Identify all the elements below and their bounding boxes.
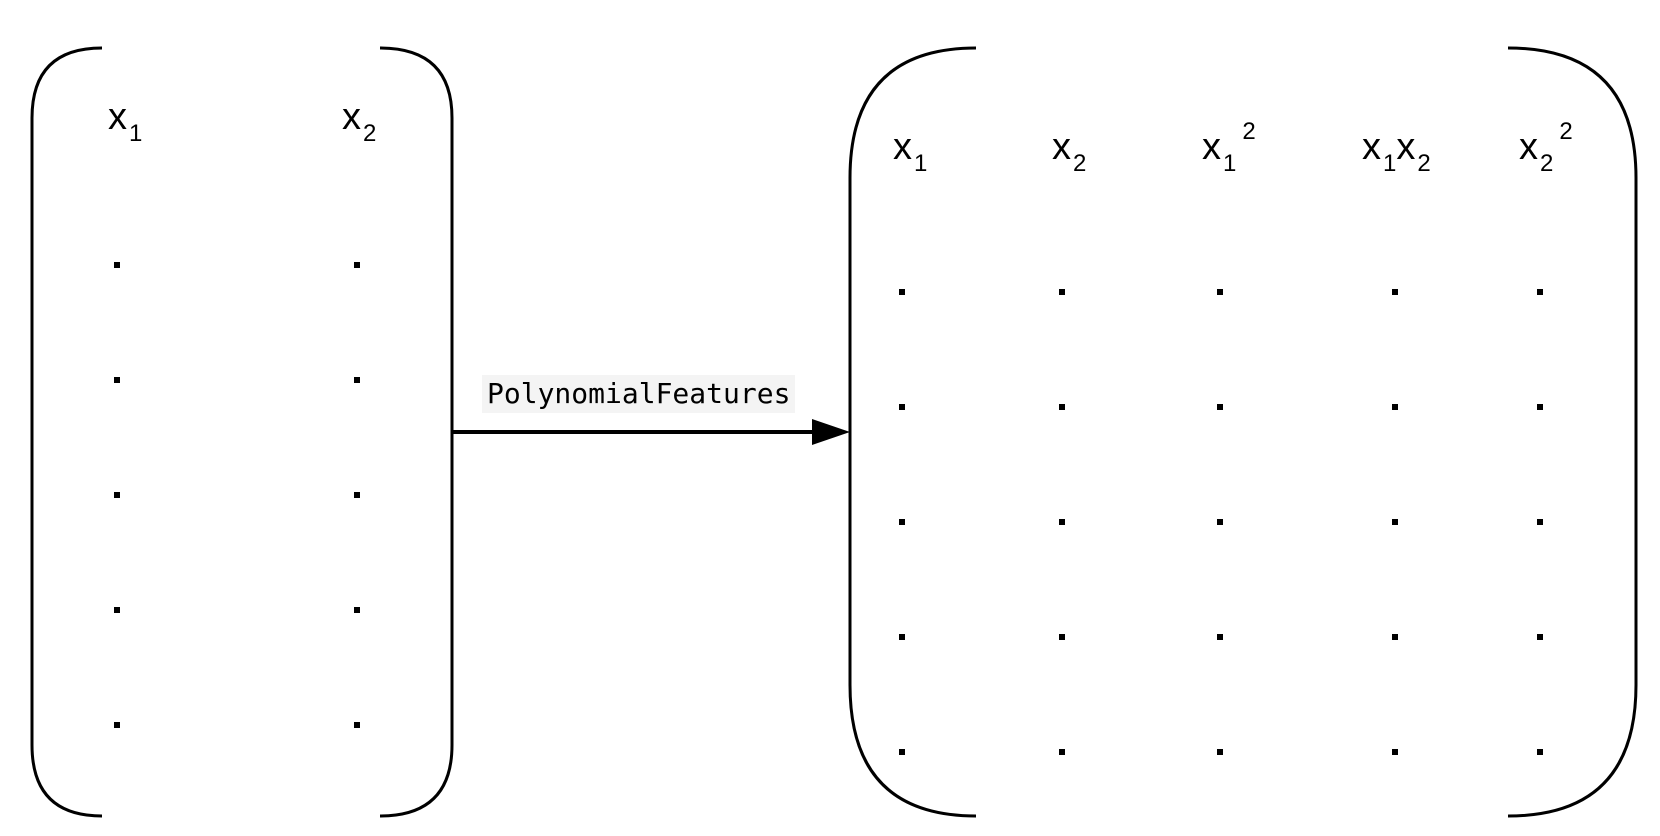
transform-arrowhead (812, 419, 850, 445)
input-matrix-ellipsis-dot (354, 492, 360, 498)
output-matrix-ellipsis-dot (1537, 289, 1543, 295)
output-matrix-ellipsis-dot (1059, 289, 1065, 295)
input-matrix-ellipsis-dot (114, 377, 120, 383)
input-matrix-ellipsis-dot (114, 492, 120, 498)
output-header-x1-x2: x1x2 (1362, 126, 1431, 177)
output-matrix-ellipsis-dot (1217, 634, 1223, 640)
output-matrix-ellipsis-dot (1392, 519, 1398, 525)
output-matrix-ellipsis-dot (1392, 634, 1398, 640)
output-matrix-ellipsis-dot (1217, 404, 1223, 410)
output-header-x1: x1 (893, 126, 928, 177)
input-matrix-ellipsis-dot (114, 262, 120, 268)
output-matrix-ellipsis-dot (1217, 749, 1223, 755)
input-matrix-ellipsis-dot (114, 607, 120, 613)
output-matrix-ellipsis-dot (1059, 749, 1065, 755)
polynomial-features-label: PolynomialFeatures (482, 375, 796, 414)
output-header-x2: x2 (1052, 126, 1087, 177)
output-header-x2-squared: x22 (1519, 118, 1573, 177)
input-matrix-ellipsis-dot (114, 722, 120, 728)
output-matrix-ellipsis-dot (899, 289, 905, 295)
input-matrix-ellipsis-dot (354, 262, 360, 268)
output-matrix-ellipsis-dot (1059, 519, 1065, 525)
input-matrix-ellipsis-dot (354, 607, 360, 613)
output-matrix-ellipsis-dot (1059, 404, 1065, 410)
output-matrix-right-bracket (1507, 46, 1638, 818)
output-matrix-ellipsis-dot (899, 519, 905, 525)
output-matrix-ellipsis-dot (899, 634, 905, 640)
input-matrix-ellipsis-dot (354, 377, 360, 383)
output-matrix-left-bracket (848, 46, 977, 818)
output-matrix-ellipsis-dot (1217, 519, 1223, 525)
input-matrix-right-bracket (379, 46, 454, 818)
output-matrix-ellipsis-dot (1537, 749, 1543, 755)
output-matrix-ellipsis-dot (1537, 404, 1543, 410)
input-header-x2: x2 (342, 96, 377, 147)
input-header-x1: x1 (108, 96, 143, 147)
output-matrix-ellipsis-dot (1217, 289, 1223, 295)
output-matrix-ellipsis-dot (899, 749, 905, 755)
output-matrix-ellipsis-dot (1059, 634, 1065, 640)
output-matrix-ellipsis-dot (1392, 749, 1398, 755)
output-matrix-ellipsis-dot (1392, 289, 1398, 295)
input-matrix-ellipsis-dot (354, 722, 360, 728)
input-matrix-left-bracket (30, 46, 103, 818)
output-matrix-ellipsis-dot (899, 404, 905, 410)
output-matrix-ellipsis-dot (1537, 634, 1543, 640)
output-matrix-ellipsis-dot (1537, 519, 1543, 525)
output-matrix-ellipsis-dot (1392, 404, 1398, 410)
output-header-x1-squared: x12 (1202, 118, 1256, 177)
